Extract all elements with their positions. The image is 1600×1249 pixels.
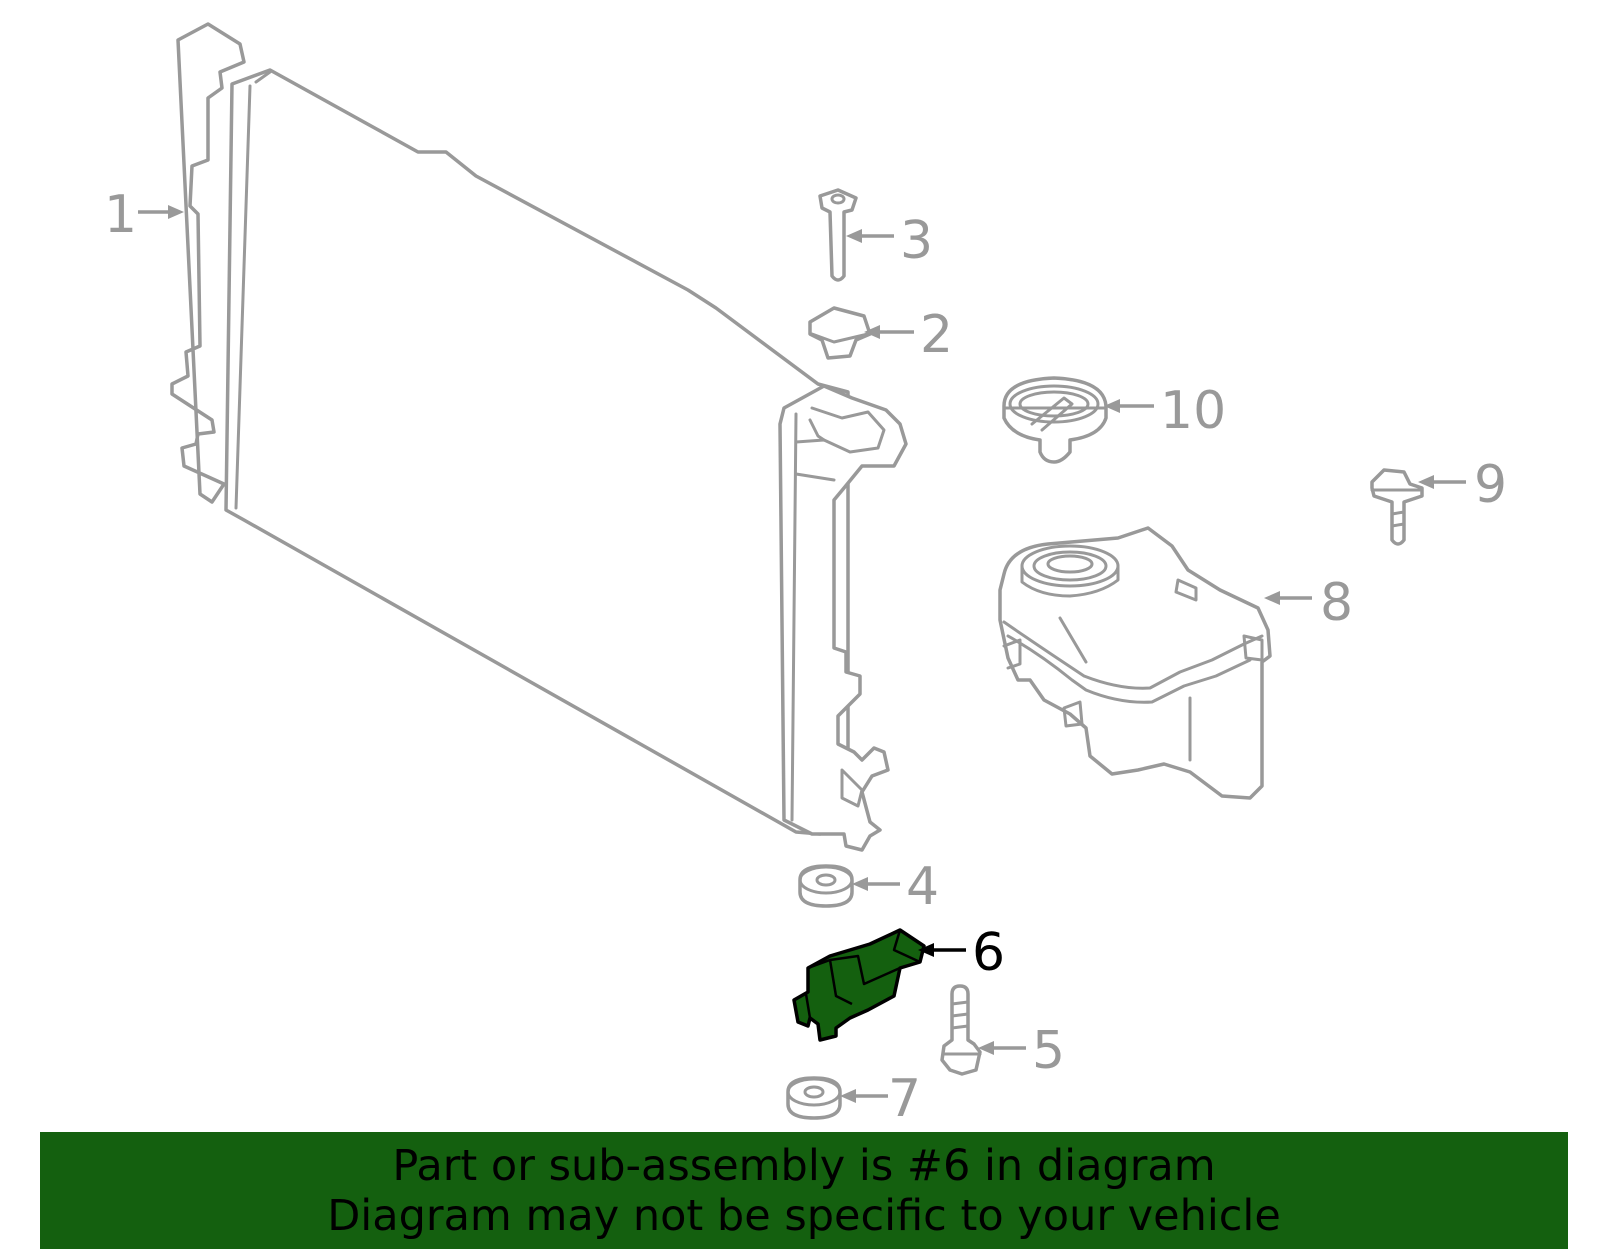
callout-2[interactable]: 2 bbox=[864, 305, 953, 365]
callout-1[interactable]: 1 bbox=[104, 185, 184, 245]
svg-text:8: 8 bbox=[1320, 573, 1353, 633]
callout-6[interactable]: 6 bbox=[918, 923, 1005, 983]
svg-text:3: 3 bbox=[900, 211, 933, 271]
banner-disclaimer-line: Diagram may not be specific to your vehi… bbox=[327, 1190, 1281, 1241]
coolant-reservoir-part-8[interactable] bbox=[998, 526, 1272, 800]
bushing-part-7[interactable] bbox=[786, 1076, 842, 1120]
info-banner: Part or sub-assembly is #6 in diagram Di… bbox=[40, 1132, 1568, 1249]
svg-text:2: 2 bbox=[920, 305, 953, 365]
bolt-part-9[interactable] bbox=[1370, 468, 1424, 546]
callout-4[interactable]: 4 bbox=[852, 857, 939, 917]
svg-text:9: 9 bbox=[1474, 455, 1507, 515]
bushing-part-4[interactable] bbox=[798, 864, 854, 908]
callout-9[interactable]: 9 bbox=[1418, 455, 1507, 515]
callout-8[interactable]: 8 bbox=[1264, 573, 1353, 633]
reservoir-cap-part-10[interactable] bbox=[1002, 376, 1108, 464]
svg-text:10: 10 bbox=[1160, 381, 1226, 441]
callout-3[interactable]: 3 bbox=[846, 211, 933, 271]
bolt-part-5[interactable] bbox=[940, 984, 982, 1076]
radiator-part-1[interactable] bbox=[170, 22, 908, 852]
callout-7[interactable]: 7 bbox=[840, 1069, 921, 1129]
callout-5[interactable]: 5 bbox=[978, 1021, 1065, 1081]
banner-part-line: Part or sub-assembly is #6 in diagram bbox=[392, 1140, 1216, 1191]
pin-part-3[interactable] bbox=[818, 188, 858, 282]
svg-text:7: 7 bbox=[888, 1069, 921, 1129]
svg-text:1: 1 bbox=[104, 185, 137, 245]
cap-part-2[interactable] bbox=[808, 306, 872, 360]
callout-10[interactable]: 10 bbox=[1104, 381, 1226, 441]
bracket-part-6-highlighted[interactable] bbox=[792, 928, 926, 1042]
svg-text:4: 4 bbox=[906, 857, 939, 917]
svg-text:5: 5 bbox=[1032, 1021, 1065, 1081]
svg-text:6: 6 bbox=[972, 923, 1005, 983]
